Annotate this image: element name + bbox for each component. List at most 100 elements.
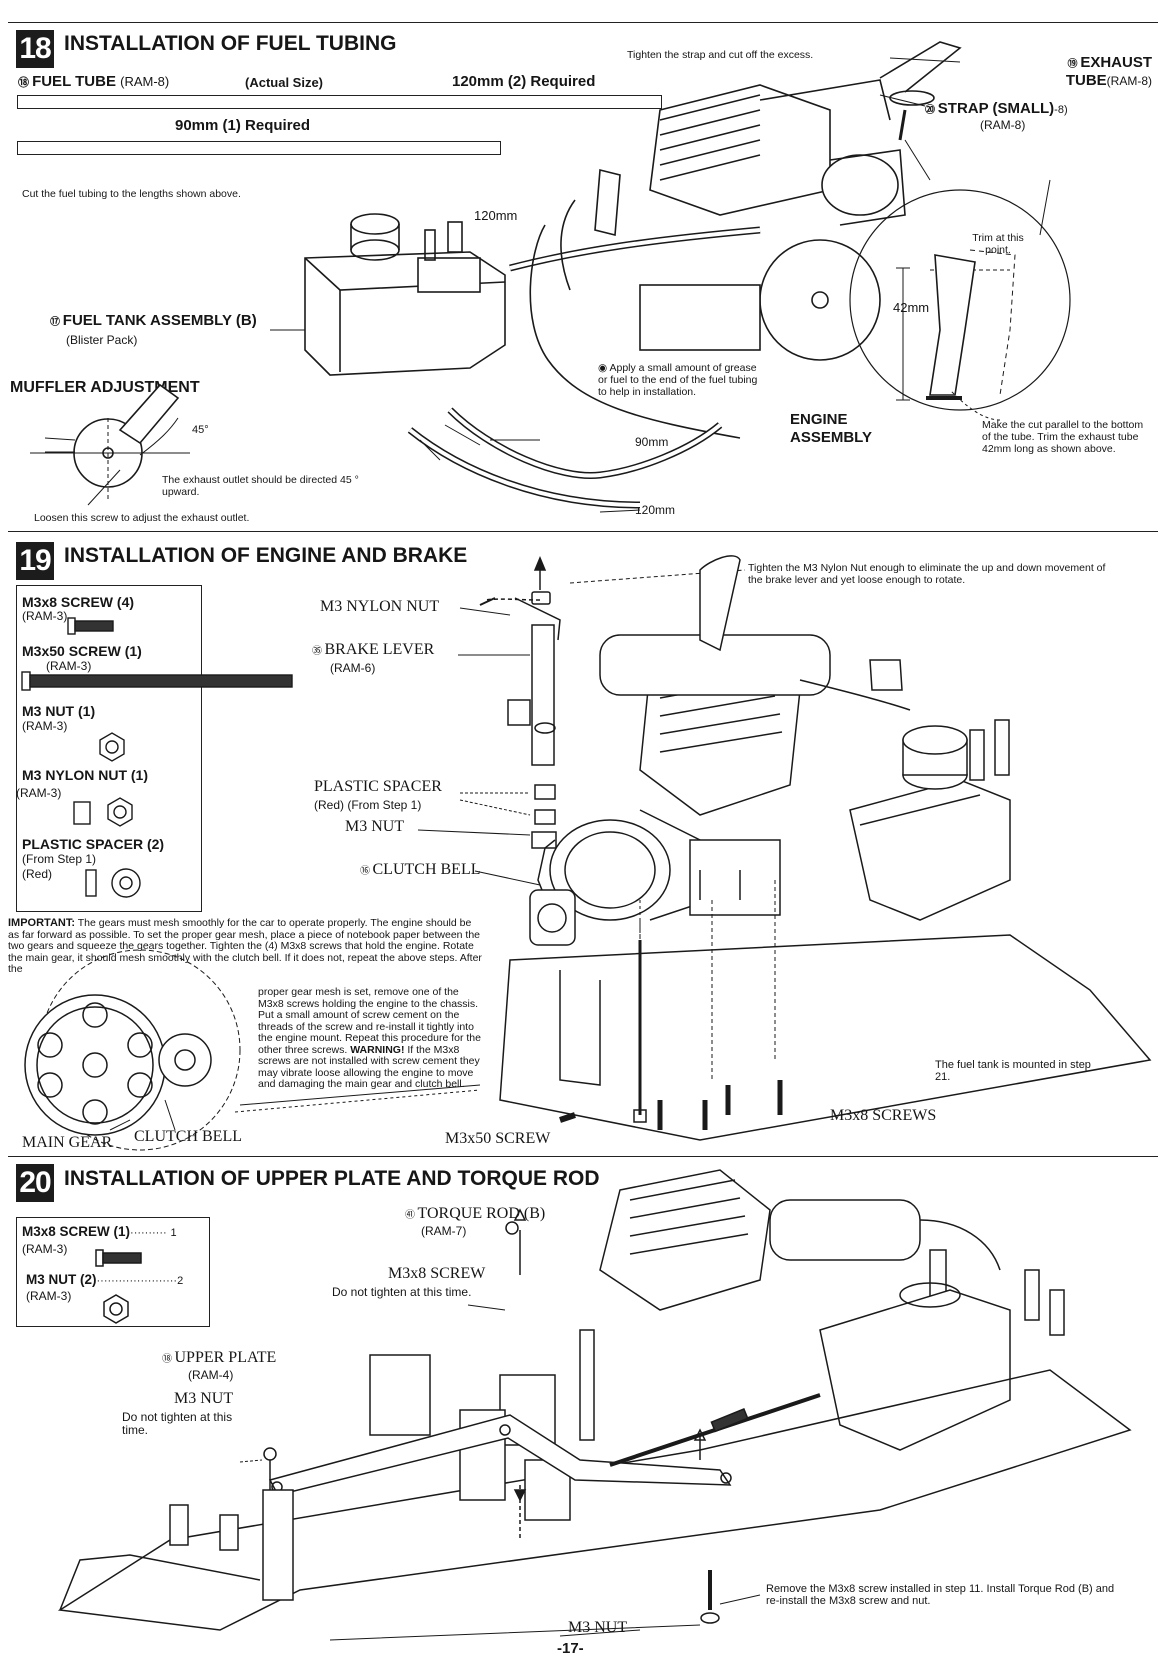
step-19-parts-drawings [21,617,293,898]
brake-lever-label: ㉟ BRAKE LEVER [312,641,435,658]
step-20-illustration [57,1169,1132,1641]
trim-note: Trim at this point. [972,232,1024,256]
m3-nut-icon-20 [103,1294,129,1324]
fuel-tank-step21-note: The fuel tank is mounted in step 21. [935,1059,1091,1083]
page-number: -17- [557,1640,584,1657]
m3x50-screw-callout: M3x50 SCREW [445,1130,551,1147]
part-circle-icon: ⑳ [925,105,938,116]
m3x50-screw-shaft-icon [29,674,293,688]
step-19-number: 19 [16,542,54,580]
remove-note: Remove the M3x8 screw installed in step … [766,1583,1115,1607]
strap-small-label: ⑳ STRAP (SMALL)-8) [925,100,1068,117]
step-19-illustration [24,555,1152,1151]
main-gear-label: MAIN GEAR [22,1134,113,1151]
do-not-tighten-note: Do not tighten at this time. [332,1285,472,1299]
important-note: IMPORTANT: The gears must mesh smoothly … [8,917,483,976]
part-m3-nut-20: M3 NUT (2)······················2 [26,1272,184,1287]
part-circle-icon: ⑯ [360,866,373,877]
part-m3-nylon-nut-ref: (RAM-3) [16,786,62,800]
warning-label: WARNING! [350,1043,405,1056]
part-m3x50-screw-ref: (RAM-3) [46,659,92,673]
torque-rod-label: ㊶ TORQUE ROD (B) [405,1205,546,1222]
important-text-2: proper gear mesh is set, remove one of t… [258,986,481,1056]
m3-nylon-nut-callout: M3 NYLON NUT [320,598,440,615]
exhaust-tube-label: ⑲ EXHAUST [1067,54,1152,71]
tube-120-actual-size [17,95,662,109]
part-m3x50-screw: M3x50 SCREW (1) [22,643,142,659]
nylon-nut-icon [107,797,133,827]
tube-length-120-top: 120mm [474,208,518,223]
important-note-cont: proper gear mesh is set, remove one of t… [258,986,483,1091]
part-circle-icon: ⑲ [1067,59,1081,70]
step-18-illustration [30,41,1071,513]
part-plastic-spacer-ref: (From Step 1) [22,852,97,866]
part-m3x8-screw: M3x8 SCREW (4) [22,594,135,610]
top-rule [8,22,1158,23]
important-label: IMPORTANT: [8,917,76,929]
part-circle-icon: ⑱ [18,77,33,89]
warning-text: If the M3x8 screws are not installed wit… [258,1043,480,1090]
loosen-screw-note: Loosen this screw to adjust the exhaust … [34,512,250,524]
m3x8-screws-callout: M3x8 SCREWS [830,1107,937,1124]
engine-assembly-label: ENGINE ASSEMBLY [790,411,872,446]
part-m3-nylon-nut: M3 NYLON NUT (1) [22,767,148,783]
actual-size-label: (Actual Size) [245,75,324,90]
tube-length-90: 90mm [635,435,669,449]
m3x8-screw-icon-20 [95,1249,104,1267]
brake-lever-ref: (RAM-6) [330,661,376,675]
plastic-spacer-callout: PLASTIC SPACER [314,778,442,795]
grease-icon: ◉ [598,362,610,374]
do-not-tighten-note-2: Do not tighten at this time. [122,1410,233,1437]
fuel-tube-heading: ⑱ FUEL TUBE (RAM-8) [18,73,169,90]
important-text: The gears must mesh smoothly for the car… [8,917,482,975]
divider-19-20 [8,1156,1158,1157]
tube-90-required: 90mm (1) Required [175,117,311,134]
part-m3x8-screw-ref: (RAM-3) [22,609,68,623]
tighten-strap-note: Tighten the strap and cut off the excess… [627,49,814,61]
step-19-title: INSTALLATION OF ENGINE AND BRAKE [64,544,468,567]
tube-length-120-bottom: 120mm [635,503,676,517]
m3x8-screw-shaft-icon [74,620,114,632]
upper-plate-ref: (RAM-4) [188,1368,234,1382]
spacer-side-icon [85,869,97,897]
divider-18-19 [8,531,1158,532]
tube-120-required: 120mm (2) Required [452,73,596,90]
part-m3-nut-ref: (RAM-3) [22,719,68,733]
step-20-title: INSTALLATION OF UPPER PLATE AND TORQUE R… [64,1167,600,1190]
part-plastic-spacer-color: (Red) [22,867,53,881]
part-circle-icon: ㊶ [405,1210,418,1221]
part-plastic-spacer: PLASTIC SPACER (2) [22,836,165,852]
fuel-tank-ref: (Blister Pack) [66,333,138,347]
torque-rod-ref: (RAM-7) [421,1224,467,1238]
step-18-title: INSTALLATION OF FUEL TUBING [64,32,397,55]
m3x8-screw-callout-20: M3x8 SCREW [388,1265,486,1282]
grease-note: ◉ Apply a small amount of grease or fuel… [598,362,758,398]
m3-nut-icon [99,732,125,762]
part-m3x8-screw-20: M3x8 SCREW (1)·········· 1 [22,1224,177,1239]
part-circle-icon: ㉟ [312,646,325,657]
spacer-front-icon [111,868,141,898]
tighten-nylon-note: Tighten the M3 Nylon Nut enough to elimi… [748,562,1106,586]
plastic-spacer-callout-ref: (Red) (From Step 1) [314,798,422,812]
part-m3-nut-20-ref: (RAM-3) [26,1289,72,1303]
step-20-parts-box [16,1217,210,1327]
exhaust-tube-label-2: TUBE(RAM-8) [1065,72,1152,89]
fuel-tube-label: FUEL TUBE [32,73,116,90]
part-circle-icon: ⑰ [50,317,63,328]
fuel-tube-ref: (RAM-8) [120,74,170,89]
angle-45-label: 45° [192,424,209,436]
muffler-adjustment-title: MUFFLER ADJUSTMENT [10,379,200,396]
step-20-number: 20 [16,1164,54,1202]
cut-note: Cut the fuel tubing to the lengths shown… [22,188,241,200]
fuel-tank-label: ⑰ FUEL TANK ASSEMBLY (B) [50,312,257,329]
clutch-bell-lower-label: CLUTCH BELL [134,1128,242,1145]
tube-90-actual-size [17,141,501,155]
clutch-bell-callout: ⑯ CLUTCH BELL [360,861,481,878]
strap-ref: (RAM-8) [980,118,1026,132]
upper-plate-label: ⑱ UPPER PLATE [162,1349,277,1366]
step-19-parts-box [16,585,202,912]
dimension-42mm: 42mm [893,300,930,315]
step-18-number: 18 [16,30,54,68]
m3-nut-callout-20: M3 NUT [174,1390,234,1407]
part-m3x8-screw-20-ref: (RAM-3) [22,1242,68,1256]
